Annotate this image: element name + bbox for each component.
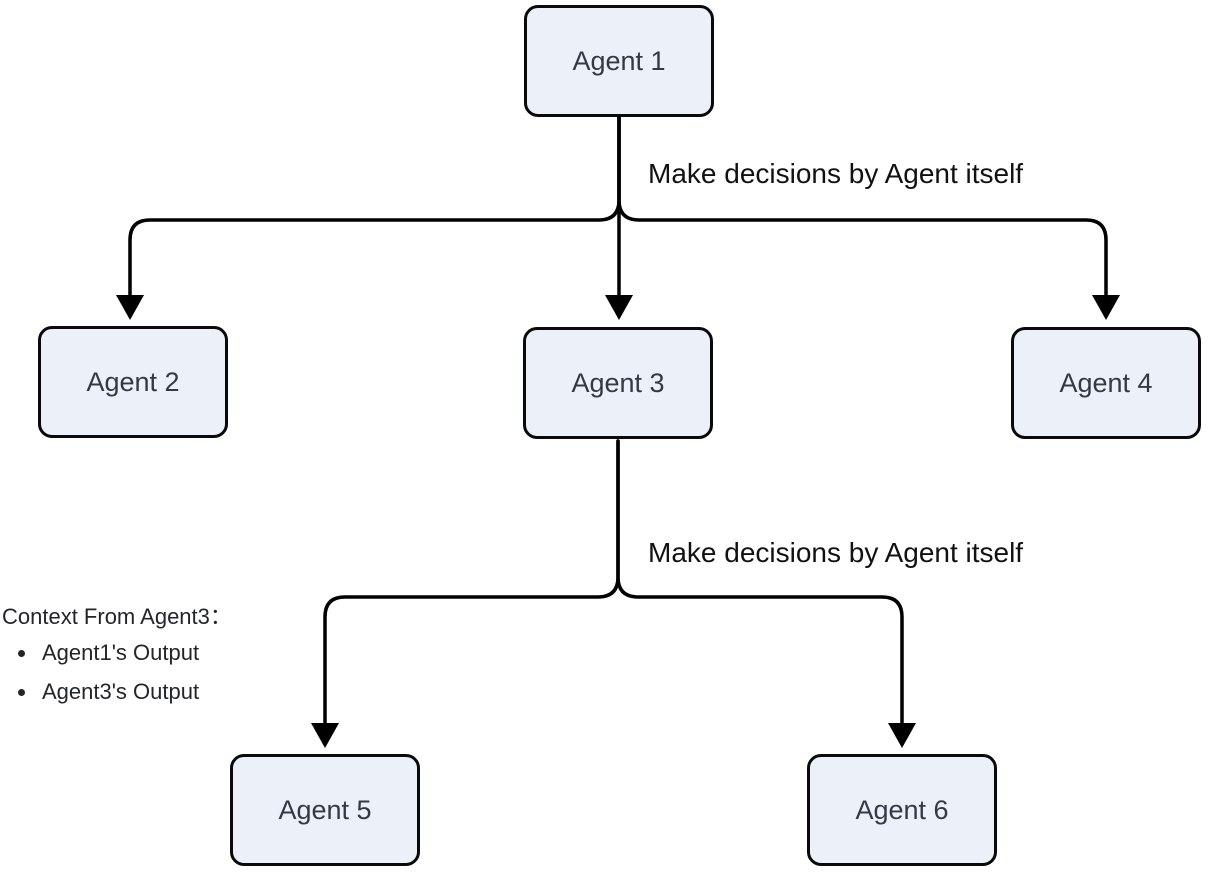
node-agent2-label: Agent 2 [86, 366, 180, 397]
node-agent5: Agent 5 [230, 754, 420, 866]
node-agent4-label: Agent 4 [1059, 367, 1153, 398]
edge-agent1-agent2 [116, 115, 621, 320]
context-note: Context From Agent3： Agent1's Output Age… [2, 602, 232, 716]
node-agent6-label: Agent 6 [855, 794, 949, 825]
edge-label-branch2: Make decisions by Agent itself [648, 537, 1024, 568]
node-agent1-label: Agent 1 [572, 45, 666, 76]
context-note-item: Agent1's Output [38, 638, 232, 668]
edge-agent1-agent3 [605, 115, 633, 320]
edge-agent1-agent4 [617, 115, 1120, 320]
node-agent2: Agent 2 [38, 326, 228, 438]
edge-label-branch1: Make decisions by Agent itself [648, 158, 1024, 189]
edge-agent3-agent5 [311, 439, 620, 748]
context-note-title: Context From Agent3： [2, 604, 232, 629]
edge-agent3-agent6 [616, 439, 916, 748]
node-agent3: Agent 3 [523, 327, 713, 439]
node-agent6: Agent 6 [807, 754, 997, 866]
context-note-list: Agent1's Output Agent3's Output [2, 638, 232, 707]
node-agent4: Agent 4 [1011, 327, 1201, 439]
node-agent5-label: Agent 5 [278, 794, 372, 825]
node-agent3-label: Agent 3 [571, 367, 665, 398]
context-note-item: Agent3's Output [38, 677, 232, 707]
node-agent1: Agent 1 [524, 5, 714, 117]
